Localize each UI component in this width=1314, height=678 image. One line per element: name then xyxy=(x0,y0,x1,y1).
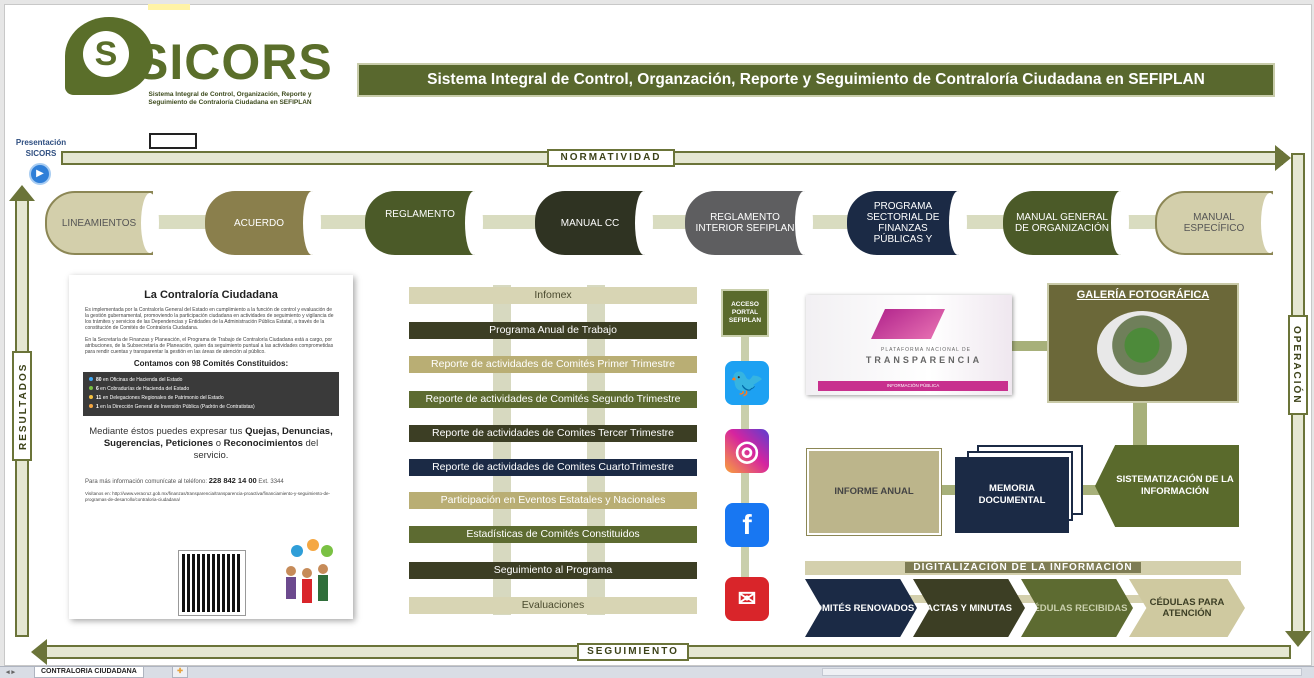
selected-cell[interactable] xyxy=(149,133,197,149)
logo-subtitle: Sistema Integral de Control, Organizació… xyxy=(148,91,312,106)
digitalizacion-banner[interactable]: DIGITALIZACIÓN DE LA INFORMACIÓN xyxy=(805,561,1241,575)
committee-line: 11 en Delegaciones Regionales de Patrimo… xyxy=(89,394,333,403)
photo-gallery-image xyxy=(1097,311,1187,387)
arrow-head-left-icon xyxy=(31,639,47,665)
arrow-head-down-icon xyxy=(1285,631,1311,647)
chevron-cedulas-atencion[interactable]: CÉDULAS PARA ATENCIÓN xyxy=(1129,579,1245,637)
leaflet-heading: La Contraloría Ciudadana xyxy=(144,289,278,301)
bullet-icon xyxy=(89,386,93,390)
list-item-reporte-2[interactable]: Reporte de actividades de Comités Segund… xyxy=(409,391,697,408)
mailbox-icon[interactable]: ✉ xyxy=(725,577,769,621)
pnt-line2: TRANSPARENCIA xyxy=(865,355,983,365)
doc-manual-cc[interactable]: MANUAL CC xyxy=(535,191,653,255)
leaflet-phone: Para más información comunícate al teléf… xyxy=(85,476,284,485)
resultados-label[interactable]: RESULTADOS xyxy=(12,351,32,461)
doc-reglamento-interior[interactable]: REGLAMENTO INTERIOR SEFIPLAN xyxy=(685,191,813,255)
leaflet-paragraph-2: En la Secretaría de Finanzas y Planeació… xyxy=(85,337,334,355)
cell-highlight xyxy=(148,4,190,10)
acceso-portal-button[interactable]: ACCESO PORTAL SEFIPLAN xyxy=(721,289,769,337)
title-banner: Sistema Integral de Control, Organzación… xyxy=(357,63,1275,97)
arrow-head-up-icon xyxy=(9,185,35,201)
pnt-logo-icon xyxy=(871,309,945,339)
list-item-reporte-1[interactable]: Reporte de actividades de Comités Primer… xyxy=(409,356,697,373)
doc-programa-sectorial[interactable]: PROGRAMA SECTORIAL DE FINANZAS PÚBLICAS … xyxy=(847,191,967,255)
presentacion-link[interactable]: Presentación SICORS xyxy=(15,138,67,158)
qr-code-icon xyxy=(178,550,246,616)
leaflet-big-text: Mediante éstos puedes expresar tus Queja… xyxy=(89,426,333,461)
logo-brand: SICORS xyxy=(135,34,333,90)
seguimiento-label[interactable]: SEGUIMIENTO xyxy=(577,643,689,661)
tab-nav-arrows-icon[interactable]: ◂ ▸ xyxy=(6,669,15,676)
leaflet-url: Visítanos en: http://www.veracruz.gob.mx… xyxy=(85,491,331,502)
leaflet-committee-list: 80 en Oficinas de Hacienda del Estado 6 … xyxy=(83,372,339,416)
doc-manual-general[interactable]: MANUAL GENERAL DE ORGANIZACIÓN xyxy=(1003,191,1129,255)
digitalizacion-label: DIGITALIZACIÓN DE LA INFORMACIÓN xyxy=(905,562,1141,573)
leaflet-paragraph-1: Es implementada por la Contraloría Gener… xyxy=(85,307,334,331)
logo-letter: S xyxy=(83,31,129,77)
doc-acuerdo[interactable]: ACUERDO xyxy=(205,191,321,255)
galeria-fotografica[interactable]: GALERÍA FOTOGRÁFICA xyxy=(1047,283,1239,403)
list-item-seguimiento[interactable]: Seguimiento al Programa xyxy=(409,562,697,579)
galeria-connector xyxy=(1133,403,1147,447)
horizontal-scrollbar[interactable] xyxy=(822,668,1302,676)
operacion-label[interactable]: OPERACIÓN xyxy=(1288,315,1308,415)
informe-anual[interactable]: INFORME ANUAL xyxy=(806,448,942,536)
list-item-eventos[interactable]: Participación en Eventos Estatales y Nac… xyxy=(409,492,697,509)
chevron-cedulas-recibidas[interactable]: CÉDULAS RECIBIDAS xyxy=(1021,579,1133,637)
bullet-icon xyxy=(89,404,93,408)
committee-line: 1 en la Dirección General de Inversión P… xyxy=(89,403,333,412)
doc-lineamientos[interactable]: LINEAMIENTOS xyxy=(45,191,159,255)
list-item-infomex[interactable]: Infomex xyxy=(409,287,697,304)
facebook-icon[interactable]: f xyxy=(725,503,769,547)
list-item-evaluaciones[interactable]: Evaluaciones xyxy=(409,597,697,614)
galeria-title: GALERÍA FOTOGRÁFICA xyxy=(1076,289,1210,301)
list-item-reporte-3[interactable]: Reporte de actividades de Comites Tercer… xyxy=(409,425,697,442)
leaflet-committees: Contamos con 98 Comités Constituidos: xyxy=(133,359,289,368)
pnt-banner[interactable]: PLATAFORMA NACIONAL DE TRANSPARENCIA INF… xyxy=(806,295,1012,395)
committee-line: 6 en Cobradurías de Hacienda del Estado xyxy=(89,385,333,394)
pnt-bar: INFORMACIÓN PÚBLICA xyxy=(818,381,1008,391)
add-sheet-icon[interactable]: ✚ xyxy=(172,667,188,678)
arrow-head-right-icon xyxy=(1275,145,1291,171)
memoria-documental[interactable]: MEMORIA DOCUMENTAL xyxy=(955,457,1069,533)
worksheet-canvas: S SICORS Sistema Integral de Control, Or… xyxy=(4,4,1312,666)
sheet-tab-bar: ◂ ▸ CONTRALORIA CIUDADANA ✚ xyxy=(0,666,1314,678)
doc-reglamento[interactable]: REGLAMENTO xyxy=(365,191,483,255)
list-item-estadisticas[interactable]: Estadísticas de Comités Constituidos xyxy=(409,526,697,543)
instagram-icon[interactable]: ◎ xyxy=(725,429,769,473)
bullet-icon xyxy=(89,377,93,381)
list-item-programa-anual[interactable]: Programa Anual de Trabajo xyxy=(409,322,697,339)
normatividad-label[interactable]: NORMATIVIDAD xyxy=(547,149,675,167)
bullet-icon xyxy=(89,395,93,399)
pnt-connector xyxy=(1011,341,1049,351)
list-item-reporte-4[interactable]: Reporte de actividades de Comites Cuarto… xyxy=(409,459,697,476)
chevron-connector xyxy=(885,595,1175,603)
pnt-line1: PLATAFORMA NACIONAL DE xyxy=(881,347,971,353)
twitter-icon[interactable]: 🐦 xyxy=(725,361,769,405)
sheet-tab-contraloria[interactable]: CONTRALORIA CIUDADANA xyxy=(34,667,144,678)
contraloria-leaflet[interactable]: La Contraloría Ciudadana Es implementada… xyxy=(69,275,353,619)
play-icon[interactable]: ▶ xyxy=(29,163,51,185)
chevron-comites-renovados[interactable]: COMITÉS RENOVADOS xyxy=(805,579,917,637)
committee-line: 80 en Oficinas de Hacienda del Estado xyxy=(89,376,333,385)
doc-manual-especifico[interactable]: MANUAL ESPECÍFICO xyxy=(1155,191,1279,255)
chevron-actas-minutas[interactable]: ACTAS Y MINUTAS xyxy=(913,579,1025,637)
sistematizacion-informacion[interactable]: SISTEMATIZACIÓN DE LA INFORMACIÓN xyxy=(1095,445,1239,527)
people-icon xyxy=(286,539,333,603)
